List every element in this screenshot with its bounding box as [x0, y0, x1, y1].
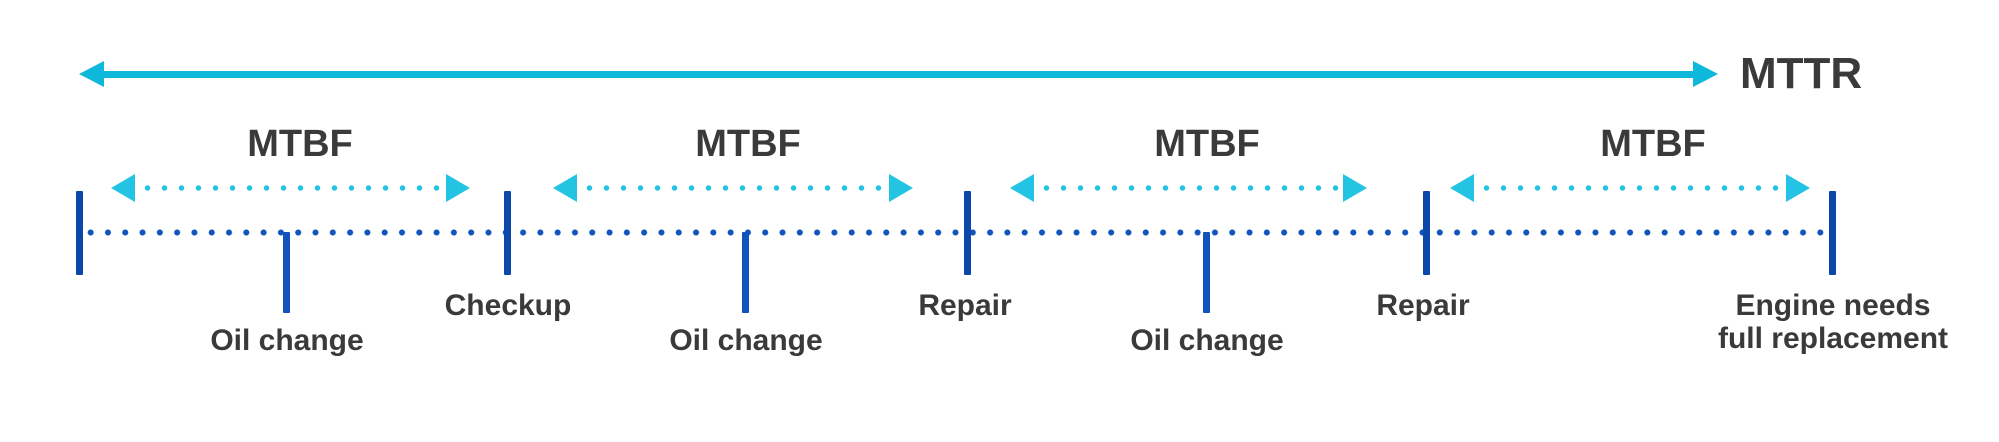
- dropline-oil-change-3: [1203, 232, 1210, 313]
- dotted-line: [1038, 184, 1339, 192]
- mtbf-label-1: MTBF: [247, 123, 353, 165]
- event-label-engine-replacement: Engine needs full replacement: [1717, 289, 1949, 355]
- tick-repair-1: [964, 191, 971, 275]
- mtbf-arrow-2: [553, 174, 913, 202]
- arrow-left-icon: [553, 174, 577, 202]
- arrow-left-icon: [1010, 174, 1034, 202]
- event-label-repair-1: Repair: [918, 289, 1012, 322]
- dotted-line: [1478, 184, 1782, 192]
- arrow-right-icon: [1693, 61, 1718, 87]
- arrow-right-icon: [446, 174, 470, 202]
- tick-start: [76, 191, 83, 275]
- dropline-oil-change-1: [283, 232, 290, 313]
- mtbf-label-2: MTBF: [695, 123, 801, 165]
- mtbf-arrow-1: [111, 174, 470, 202]
- event-label-oil-change-2: Oil change: [669, 324, 823, 357]
- arrow-right-icon: [889, 174, 913, 202]
- event-label-repair-2: Repair: [1376, 289, 1470, 322]
- event-label-oil-change-1: Oil change: [210, 324, 364, 357]
- mtbf-label-4: MTBF: [1600, 123, 1706, 165]
- arrow-left-icon: [111, 174, 135, 202]
- mttr-label: MTTR: [1740, 49, 1863, 98]
- event-label-oil-change-3: Oil change: [1130, 324, 1284, 357]
- arrow-left-icon: [1450, 174, 1474, 202]
- dotted-line: [139, 184, 442, 192]
- dotted-line: [581, 184, 885, 192]
- mtbf-arrow-4: [1450, 174, 1810, 202]
- event-label-checkup: Checkup: [444, 289, 572, 322]
- mtbf-label-3: MTBF: [1154, 123, 1260, 165]
- arrow-left-icon: [79, 61, 104, 87]
- timeline-dotted-line: [82, 228, 1824, 237]
- tick-repair-2: [1423, 191, 1430, 275]
- mttr-arrow-line: [100, 71, 1697, 78]
- dropline-oil-change-2: [742, 232, 749, 313]
- mtbf-arrow-3: [1010, 174, 1367, 202]
- arrow-right-icon: [1786, 174, 1810, 202]
- tick-checkup: [504, 191, 511, 275]
- tick-engine-replacement: [1829, 191, 1836, 275]
- arrow-right-icon: [1343, 174, 1367, 202]
